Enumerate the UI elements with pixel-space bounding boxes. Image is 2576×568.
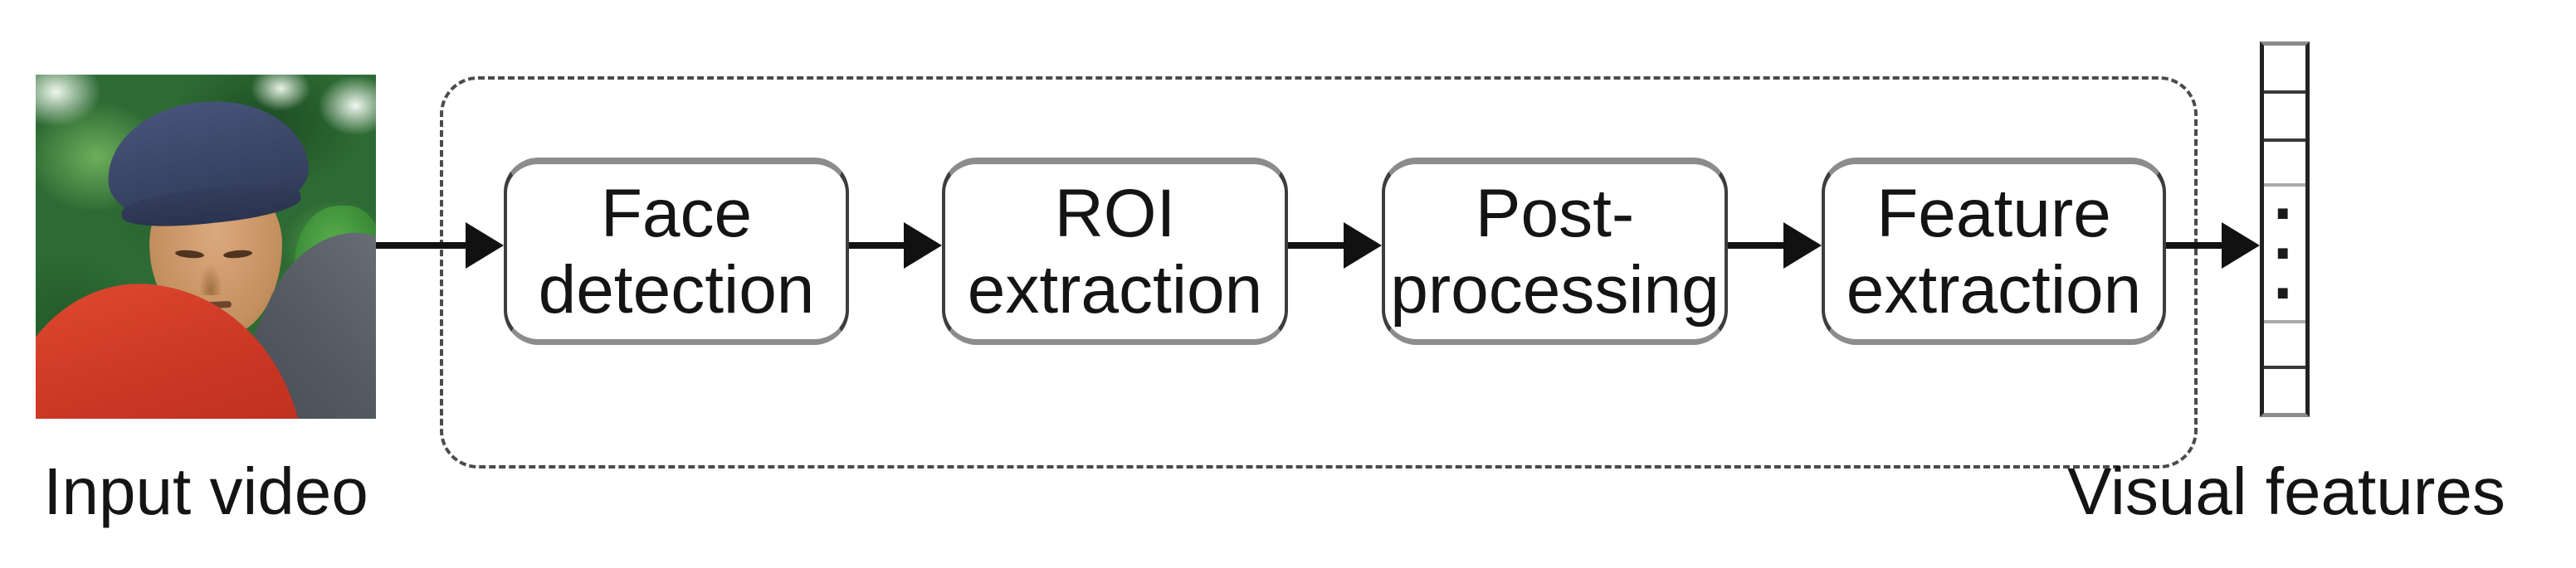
- vector-cell: ···: [2264, 178, 2305, 333]
- vector-cell: [2264, 138, 2305, 183]
- box-roi-extraction-label: ROI extraction: [967, 175, 1263, 328]
- box-face-detection-label: Face detection: [538, 175, 815, 328]
- box-face-detection: Face detection: [504, 158, 849, 345]
- input-video-label: Input video: [43, 454, 368, 528]
- arrow-face-to-roi-head: [904, 222, 942, 269]
- box-feature-extraction: Feature extraction: [1822, 158, 2166, 345]
- arrow-feature-to-vector-head: [2222, 222, 2260, 269]
- arrow-face-to-roi-shaft: [849, 242, 907, 249]
- arrow-input-to-face-head: [466, 222, 504, 269]
- vector-cell: [2264, 90, 2305, 139]
- box-post-processing-label: Post- processing: [1390, 175, 1720, 328]
- input-video-photo: [36, 75, 376, 419]
- arrow-roi-to-post-head: [1344, 222, 1382, 269]
- feature-vector: ···: [2260, 41, 2310, 417]
- arrow-feature-to-vector-shaft: [2166, 242, 2225, 249]
- arrow-roi-to-post-shaft: [1288, 242, 1347, 249]
- pipeline-container: [440, 76, 2198, 468]
- vector-cell: [2264, 319, 2305, 367]
- visual-features-label: Visual features: [2067, 454, 2505, 528]
- vector-dot: ·: [2273, 254, 2296, 333]
- nose: [198, 264, 223, 295]
- box-feature-extraction-label: Feature extraction: [1846, 175, 2142, 328]
- vector-cell: [2264, 46, 2305, 90]
- arrow-input-to-face-shaft: [376, 242, 469, 249]
- arrow-post-to-feature-head: [1783, 222, 1822, 269]
- vector-cell: [2264, 366, 2305, 413]
- box-post-processing: Post- processing: [1382, 158, 1728, 345]
- arrow-post-to-feature-shaft: [1728, 242, 1787, 249]
- box-roi-extraction: ROI extraction: [942, 158, 1288, 345]
